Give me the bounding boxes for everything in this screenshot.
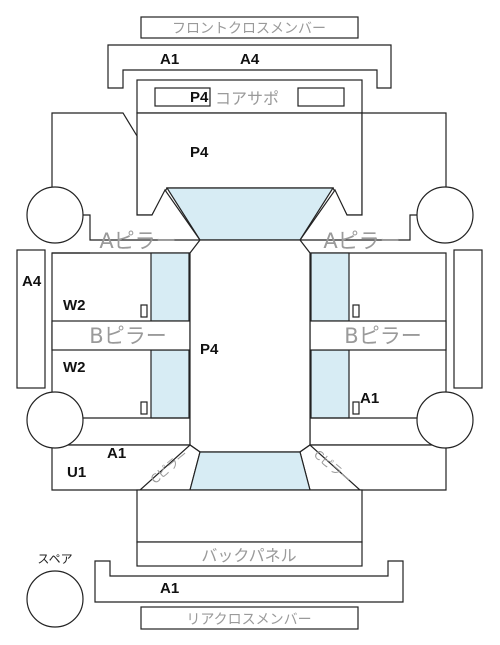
- rear-cross-member-label: リアクロスメンバー: [186, 612, 311, 628]
- grade-roof: P4: [200, 341, 219, 358]
- core-support-label: コアサポ: [215, 89, 279, 108]
- front-door-window-left[interactable]: [150, 252, 190, 322]
- rocker-left[interactable]: [16, 249, 46, 389]
- grade-core-support: P4: [190, 89, 209, 106]
- rear-window[interactable]: [189, 451, 311, 491]
- grade-front-cross-right: A4: [240, 51, 260, 68]
- grade-front-door-left: W2: [63, 297, 86, 314]
- rear-door-window-right[interactable]: [310, 349, 350, 419]
- rear-door-handle-right[interactable]: [352, 401, 360, 415]
- grade-hood: P4: [190, 144, 209, 161]
- front-cross-member[interactable]: [107, 44, 392, 89]
- front-wheel-right[interactable]: [416, 186, 474, 244]
- grade-left-rocker: A4: [22, 273, 42, 290]
- grade-rear-door-left: W2: [63, 359, 86, 376]
- trunk-lid[interactable]: [136, 489, 363, 543]
- back-panel[interactable]: [136, 541, 363, 567]
- headlight-right[interactable]: [297, 87, 345, 107]
- b-pillar-right-label: Bピラー: [344, 324, 421, 348]
- rear-wheel-right[interactable]: [416, 391, 474, 449]
- front-cross-member-label: フロントクロスメンバー: [172, 21, 326, 37]
- b-pillar-right[interactable]: [309, 320, 447, 351]
- spare-label: スペア: [37, 552, 72, 566]
- rear-wheel-left[interactable]: [26, 391, 84, 449]
- rocker-right[interactable]: [453, 249, 483, 389]
- grade-rear-quarter-left: A1: [107, 445, 126, 462]
- rear-cross-member-label-box[interactable]: [140, 606, 359, 630]
- b-pillar-left-label: Bピラー: [89, 324, 166, 348]
- b-pillar-left[interactable]: [51, 320, 191, 351]
- front-fender-right[interactable]: [298, 112, 447, 241]
- grade-rear-quarter-right: A1: [360, 390, 379, 407]
- headlight-left[interactable]: [154, 87, 211, 107]
- rear-door-window-left[interactable]: [150, 349, 190, 419]
- rear-cross-member[interactable]: [94, 560, 404, 603]
- front-door-window-right[interactable]: [310, 252, 350, 322]
- spare-tire[interactable]: [26, 570, 84, 628]
- grade-front-cross-left: A1: [160, 51, 179, 68]
- front-door-handle-left[interactable]: [140, 304, 148, 318]
- grade-rear-cross: A1: [160, 580, 179, 597]
- a-pillar-left-label: Aピラー: [99, 229, 176, 253]
- grade-trunk-corner-left: U1: [67, 464, 86, 481]
- front-wheel-left[interactable]: [26, 186, 84, 244]
- back-panel-label: バックパネル: [201, 546, 296, 565]
- front-door-handle-right[interactable]: [352, 304, 360, 318]
- rear-door-handle-left[interactable]: [140, 401, 148, 415]
- a-pillar-right-label: Aピラー: [323, 229, 400, 253]
- front-cross-member-label-box[interactable]: [140, 16, 359, 39]
